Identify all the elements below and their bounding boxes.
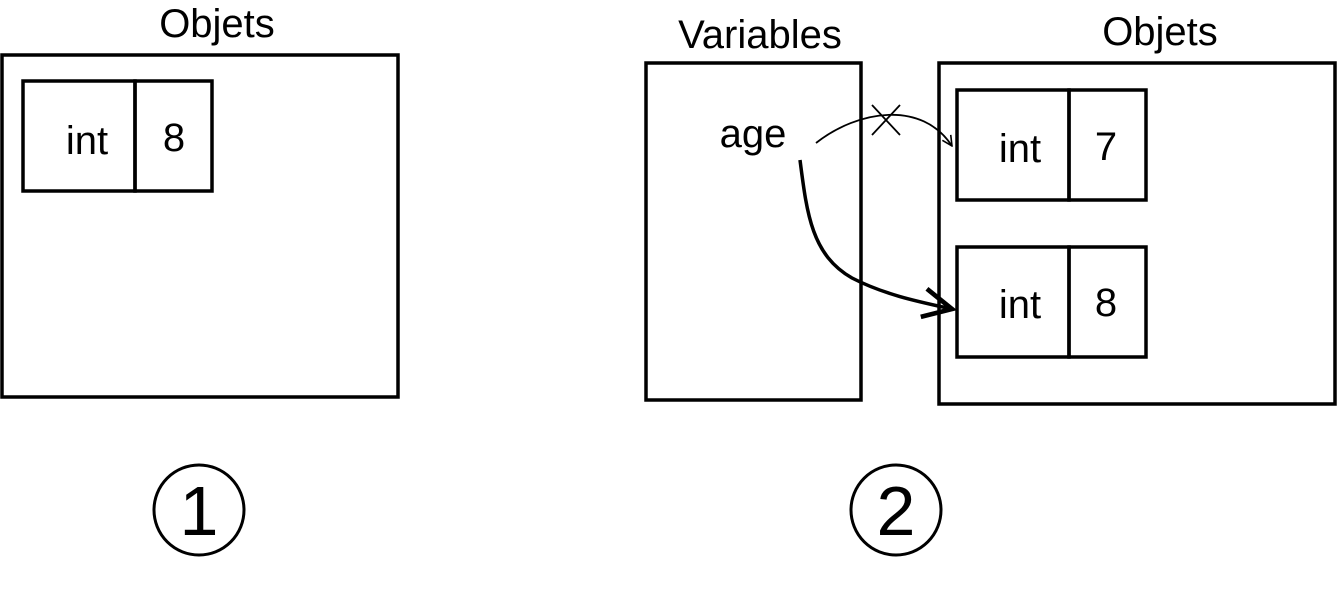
object-7-type-label: int [999, 127, 1041, 171]
panel1-object-int-8: int 8 [21, 79, 214, 193]
step-2-number: 2 [877, 472, 916, 550]
object-7-value-label: 7 [1095, 125, 1117, 169]
current-reference-arrow [798, 159, 952, 309]
object-7-value-cell [1067, 88, 1148, 202]
panel-2: Variables age Objets int 7 int 8 2 [644, 10, 1337, 557]
cross-out-mark [871, 104, 901, 136]
panel1-object-value-label: 8 [163, 116, 185, 160]
variable-age-label: age [720, 112, 787, 156]
panel1-object-type-label: int [66, 119, 108, 163]
object-8-type-label: int [999, 283, 1041, 327]
step-2-marker: 2 [849, 463, 943, 557]
panel1-objects-heading: Objets [159, 2, 275, 46]
step-1-marker: 1 [152, 463, 246, 557]
panel2-object-int-7: int 7 [955, 88, 1148, 202]
panel-1: Objets int 8 1 [0, 2, 400, 557]
panel1-object-value-cell [133, 79, 214, 193]
step-2-circle [849, 463, 943, 557]
panel2-variables-box [644, 61, 863, 402]
panel2-variables-heading: Variables [678, 13, 842, 57]
panel2-object-int-8: int 8 [955, 245, 1148, 359]
object-8-value-label: 8 [1095, 281, 1117, 325]
panel1-objects-box [0, 53, 400, 399]
object-8-value-cell [1067, 245, 1148, 359]
step-1-circle [152, 463, 246, 557]
old-reference-arrow [815, 113, 952, 146]
step-1-number: 1 [180, 472, 219, 550]
panel2-objects-box [937, 61, 1337, 406]
panel2-objects-heading: Objets [1102, 10, 1218, 54]
